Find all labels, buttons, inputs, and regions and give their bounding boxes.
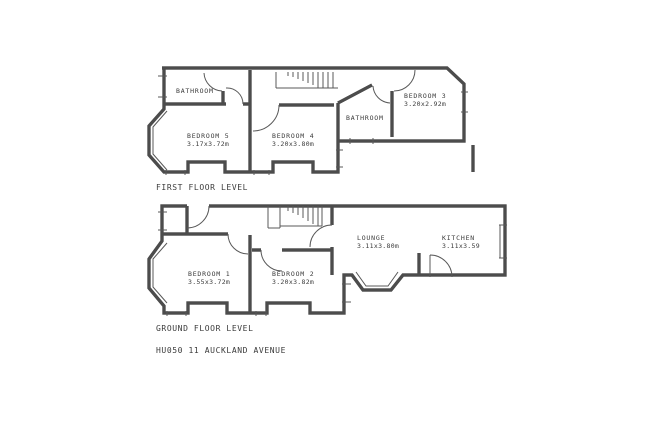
ground-floor-title: GROUND FLOOR LEVEL: [156, 324, 254, 333]
room-label-bedroom-5: BEDROOM 5 3.17x3.72m: [187, 132, 229, 148]
room-label-lounge: LOUNGE 3.11x3.80m: [357, 234, 399, 250]
ground-floor-window-marks: [152, 211, 507, 316]
room-name: BEDROOM 5: [187, 132, 230, 140]
room-dimensions: 3.20x2.92m: [404, 100, 447, 108]
room-label-bedroom-2: BEDROOM 2 3.20x3.82m: [272, 270, 314, 286]
first-floor-walls: [147, 66, 475, 174]
first-floor-window-marks: [152, 75, 468, 175]
first-floor-walls-core: [147, 66, 475, 174]
room-name: BEDROOM 3: [404, 92, 447, 100]
room-name: LOUNGE: [357, 234, 386, 242]
first-floor-door-arcs: [203, 69, 416, 132]
first-floor-staircase: [275, 72, 338, 89]
room-dimensions: 3.20x3.80m: [272, 140, 315, 148]
room-label-kitchen: KITCHEN 3.11x3.59: [442, 234, 480, 250]
ground-floor-door-arcs: [186, 205, 453, 278]
room-name: BATHROOM: [176, 87, 214, 95]
room-dimensions: 3.11x3.59: [442, 242, 480, 250]
room-label-bedroom-1: BEDROOM 1 3.55x3.72m: [188, 270, 230, 286]
room-name: BATHROOM: [346, 114, 384, 122]
room-name: KITCHEN: [442, 234, 475, 242]
room-name: BEDROOM 4: [272, 132, 315, 140]
room-dimensions: 3.17x3.72m: [187, 140, 230, 148]
room-label-bathroom-first-floor: BATHROOM: [176, 87, 214, 95]
room-name: BEDROOM 2: [272, 270, 315, 278]
ground-floor-staircase: [267, 206, 323, 229]
room-dimensions: 3.20x3.82m: [272, 278, 315, 286]
room-label-bathroom-first-floor-rear: BATHROOM: [346, 114, 384, 122]
first-floor-plan: [147, 66, 475, 175]
room-label-bedroom-4: BEDROOM 4 3.20x3.80m: [272, 132, 314, 148]
room-dimensions: 3.55x3.72m: [188, 278, 231, 286]
room-label-bedroom-3: BEDROOM 3 3.20x2.92m: [404, 92, 446, 108]
first-floor-title: FIRST FLOOR LEVEL: [156, 183, 249, 192]
ground-floor-plan: [147, 204, 507, 316]
room-dimensions: 3.11x3.80m: [357, 242, 400, 250]
room-name: BEDROOM 1: [188, 270, 231, 278]
property-address: HU050 11 AUCKLAND AVENUE: [156, 346, 286, 355]
